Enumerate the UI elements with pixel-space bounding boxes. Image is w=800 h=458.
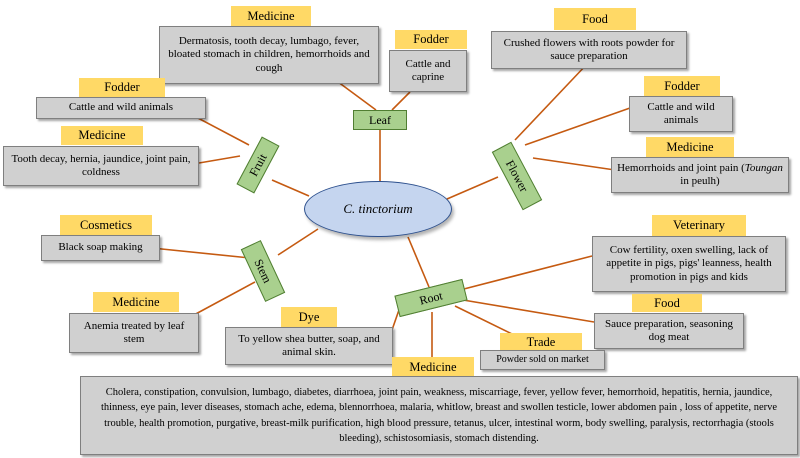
category-label: Food — [554, 8, 636, 30]
use-box: Powder sold on market — [480, 350, 605, 370]
category-label: Medicine — [93, 292, 179, 312]
use-box: Cholera, constipation, convulsion, lumba… — [80, 376, 798, 455]
use-box: Black soap making — [41, 235, 160, 261]
use-text: in peulh) — [680, 175, 720, 187]
category-label: Food — [632, 294, 702, 312]
use-box: Crushed flowers with roots powder for sa… — [491, 31, 687, 69]
connector — [524, 107, 631, 146]
use-text-italic: Toungan — [744, 161, 783, 174]
category-label: Fodder — [395, 30, 467, 49]
use-box: Tooth decay, hernia, jaundice, joint pai… — [3, 146, 199, 186]
use-box: To yellow shea butter, soap, and animal … — [225, 327, 393, 365]
use-box: Hemorrhoids and joint pain (Toungan in p… — [611, 157, 789, 193]
connector — [454, 305, 515, 336]
use-box: Anemia treated by leaf stem — [69, 313, 199, 353]
category-label: Dye — [281, 307, 337, 327]
center-species-node: C. tinctorium — [304, 181, 452, 237]
use-box: Dermatosis, tooth decay, lumbago, fever,… — [159, 26, 379, 84]
category-label: Cosmetics — [60, 215, 152, 235]
connector — [446, 176, 499, 200]
category-label: Fodder — [79, 78, 165, 97]
connector — [271, 179, 310, 197]
use-box: Cow fertility, oxen swelling, lack of ap… — [592, 236, 786, 292]
use-box: Cattle and wild animals — [36, 97, 206, 119]
connector — [191, 281, 256, 317]
category-label: Medicine — [646, 137, 734, 157]
connector — [195, 116, 250, 146]
use-box: Sauce preparation, seasoning dog meat — [594, 313, 744, 349]
connector — [151, 247, 251, 259]
part-leaf: Leaf — [353, 110, 407, 130]
category-label: Veterinary — [652, 215, 746, 236]
use-box: Cattle and wild animals — [629, 96, 733, 132]
connector — [459, 255, 593, 291]
connector — [462, 299, 595, 323]
category-label: Medicine — [61, 126, 143, 145]
connector — [514, 62, 589, 141]
category-label: Medicine — [231, 6, 311, 26]
connector — [532, 157, 616, 171]
use-box: Cattle and caprine — [389, 50, 467, 92]
connector — [277, 228, 319, 256]
use-text: Hemorrhoids and joint pain ( — [617, 161, 745, 174]
category-label: Medicine — [392, 357, 474, 377]
category-label: Fodder — [644, 76, 720, 96]
category-label: Trade — [500, 333, 582, 351]
connector — [407, 236, 430, 288]
connector — [198, 155, 241, 164]
connector — [391, 91, 411, 111]
